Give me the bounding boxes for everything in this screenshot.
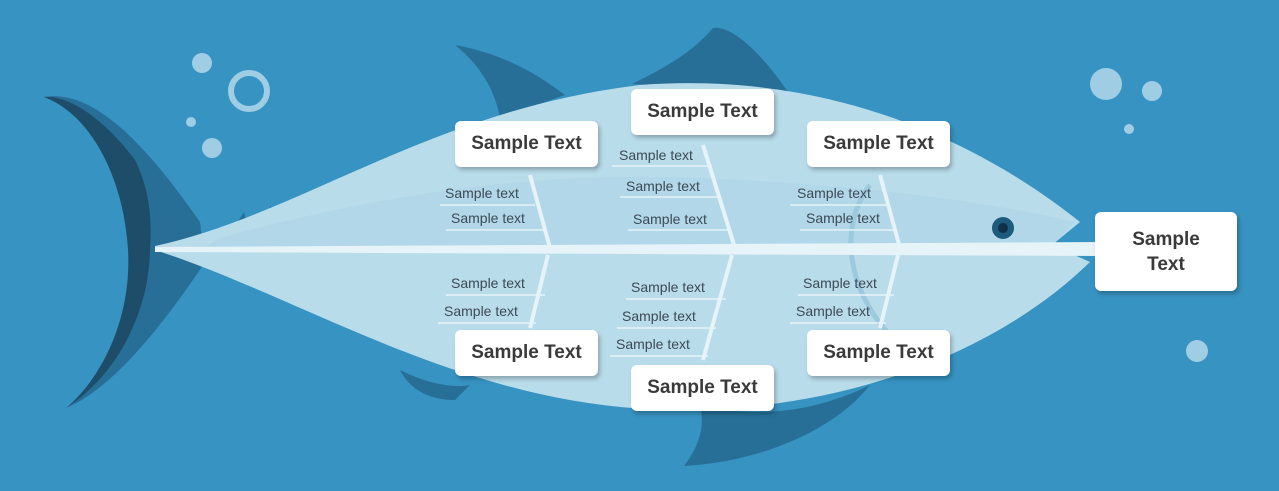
body-shade (200, 176, 1075, 250)
gill-line (848, 183, 902, 347)
bubble (186, 117, 196, 127)
cause-top-left-2: Sample text (451, 210, 525, 226)
effect-line-1: Sample (1132, 228, 1200, 250)
bubble (1124, 124, 1134, 134)
cause-top-center-2: Sample text (626, 178, 700, 194)
ribs (528, 144, 902, 361)
bubbles (186, 53, 1208, 362)
cause-bottom-center-2: Sample text (622, 308, 696, 324)
cause-top-left-1: Sample text (445, 185, 519, 201)
bubble (202, 138, 222, 158)
category-box-bottom-left: Sample Text (455, 330, 598, 376)
bubble-ring (228, 70, 270, 112)
cause-top-right-1: Sample text (797, 185, 871, 201)
cause-top-center-1: Sample text (619, 147, 693, 163)
category-box-top-right: Sample Text (807, 121, 950, 167)
cause-bottom-right-1: Sample text (803, 275, 877, 291)
bubble (192, 53, 212, 73)
cause-top-center-3: Sample text (633, 211, 707, 227)
anal-fin (684, 385, 870, 466)
dorsal-fin (455, 45, 565, 118)
category-box-top-center: Sample Text (631, 89, 774, 135)
pelvic-fin (400, 370, 470, 400)
top-fin (632, 27, 790, 96)
effect-box: Sample Text (1095, 212, 1237, 291)
cause-bottom-left-2: Sample text (444, 303, 518, 319)
cause-bottom-center-3: Sample text (616, 336, 690, 352)
cause-bottom-center-1: Sample text (631, 279, 705, 295)
bubble (1142, 81, 1162, 101)
bubble (1186, 340, 1208, 362)
cause-top-right-2: Sample text (806, 210, 880, 226)
cause-bottom-right-2: Sample text (796, 303, 870, 319)
effect-line-2: Text (1147, 253, 1185, 275)
cause-bottom-left-1: Sample text (451, 275, 525, 291)
spine (155, 242, 1100, 256)
category-box-bottom-center: Sample Text (631, 365, 774, 411)
bubble (1090, 68, 1122, 100)
category-box-bottom-right: Sample Text (807, 330, 950, 376)
cause-underlines (438, 165, 896, 357)
category-box-top-left: Sample Text (455, 121, 598, 167)
